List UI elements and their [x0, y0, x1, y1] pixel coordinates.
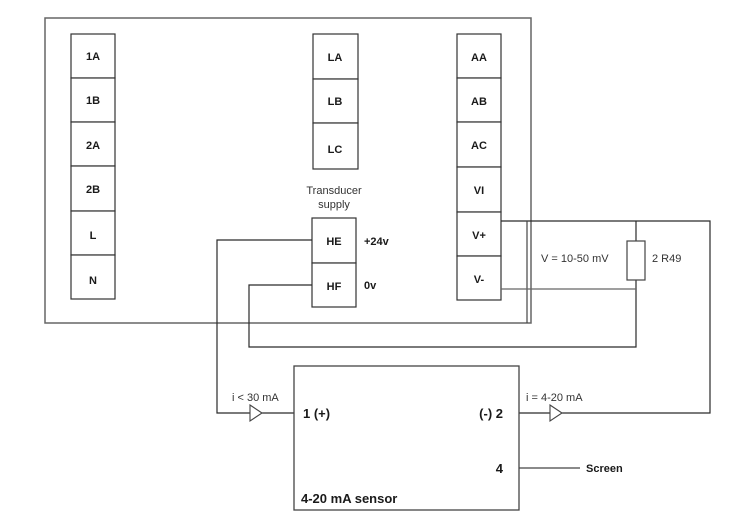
- current-out-label: i = 4-20 mA: [526, 392, 583, 404]
- terminal-label: AC: [471, 140, 487, 152]
- terminal-label: 1A: [86, 51, 100, 63]
- terminal-LA: [312, 33, 359, 80]
- terminal-label: LC: [328, 144, 343, 156]
- resistor-value-label: 2 R49: [652, 253, 681, 265]
- terminal-AC: [456, 121, 502, 168]
- terminal-label: 1B: [86, 95, 100, 107]
- current-arrow-in-icon: [249, 403, 263, 423]
- terminal-2B: [70, 165, 116, 212]
- terminal-label: N: [89, 275, 97, 287]
- current-in-label: i < 30 mA: [232, 392, 279, 404]
- terminal-HE: [311, 217, 357, 264]
- supply-voltage-zero: 0v: [364, 280, 377, 292]
- terminal-label: L: [90, 230, 97, 242]
- sensor-title: 4-20 mA sensor: [301, 491, 397, 506]
- left-terminal-block: 1A 1B 2A 2B L N: [70, 33, 116, 300]
- shunt-voltage-label: V = 10-50 mV: [541, 253, 609, 265]
- screen-label: Screen: [586, 463, 623, 475]
- terminal-LC: [312, 122, 359, 170]
- terminal-label: VI: [474, 185, 484, 197]
- sensor-box: [293, 365, 520, 511]
- terminal-label: V-: [474, 274, 485, 286]
- supply-title-line1: Transducer: [306, 185, 362, 197]
- shunt-resistor: [626, 240, 646, 281]
- terminal-label: 2B: [86, 184, 100, 196]
- terminal-label: AA: [471, 52, 487, 64]
- sensor-pin2-label: (-) 2: [479, 406, 503, 421]
- right-terminal-block: AA AB AC VI V+ V-: [456, 33, 502, 301]
- current-arrow-out-icon: [549, 403, 563, 423]
- terminal-AB: [456, 77, 502, 123]
- instrument-enclosure: [44, 17, 532, 324]
- supply-title-line2: supply: [318, 199, 350, 211]
- sensor-pin4-label: 4: [496, 461, 504, 476]
- terminal-N: [70, 254, 116, 300]
- terminal-label: AB: [471, 96, 487, 108]
- terminal-2A: [70, 121, 116, 167]
- terminal-label: V+: [472, 230, 486, 242]
- terminal-label: LA: [328, 52, 343, 64]
- terminal-label: HE: [326, 236, 341, 248]
- supply-voltage-positive: +24v: [364, 236, 390, 248]
- wire-hf-to-shunt: [248, 280, 637, 348]
- terminal-label: HF: [327, 281, 342, 293]
- terminal-V-minus: [456, 255, 502, 301]
- middle-terminal-block: LA LB LC: [312, 33, 359, 170]
- terminal-HF: [311, 262, 357, 308]
- terminal-label: 2A: [86, 140, 100, 152]
- terminal-label: LB: [328, 96, 343, 108]
- sensor-pin1-label: 1 (+): [303, 406, 330, 421]
- terminal-LB: [312, 78, 359, 124]
- wire-he-to-pin1: [216, 239, 312, 414]
- wires: [216, 220, 711, 469]
- wire-vplus-loop: [501, 220, 711, 414]
- terminal-V-plus: [456, 211, 502, 257]
